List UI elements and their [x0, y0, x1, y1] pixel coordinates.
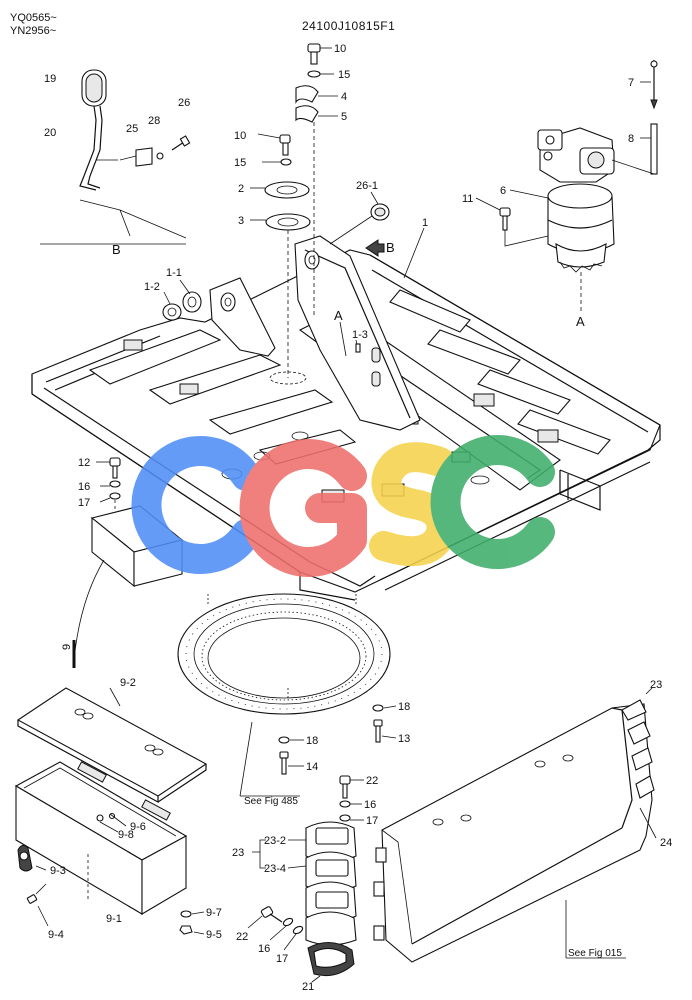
- watermark-letter-g: [239, 439, 367, 577]
- cap-26-1: [329, 191, 390, 245]
- callout-17-bottom: 17: [276, 953, 288, 965]
- callout-26-1: 26-1: [356, 180, 378, 192]
- callout-18-right: 18: [398, 701, 410, 713]
- view-a-label-frame: A: [334, 308, 343, 323]
- callout-15-top: 15: [338, 69, 350, 81]
- callout-16-mid: 16: [364, 799, 376, 811]
- callout-26: 26: [178, 97, 190, 109]
- callout-7: 7: [628, 77, 634, 89]
- callout-17-mid: 17: [366, 815, 378, 827]
- counterweight: [373, 687, 657, 963]
- callout-9-2: 9-2: [120, 677, 136, 689]
- callout-1-1: 1-1: [166, 267, 182, 279]
- callout-12: 12: [78, 457, 90, 469]
- mirror-stay: [79, 105, 97, 191]
- callout-9-8: 9-8: [118, 829, 134, 841]
- callout-9-3: 9-3: [50, 865, 66, 877]
- callout-23-2: 23-2: [264, 835, 286, 847]
- callout-9-5: 9-5: [206, 929, 222, 941]
- callout-23-counterweight: 23: [650, 679, 662, 691]
- callout-21: 21: [302, 981, 314, 993]
- callout-10: 10: [234, 130, 246, 142]
- top-stack-parts: [295, 43, 338, 318]
- callout-23: 23: [232, 847, 244, 859]
- boom-bracket: [209, 235, 421, 431]
- weight-plates-23: [252, 821, 357, 946]
- callout-8: 8: [628, 133, 634, 145]
- toolbox-cover: [16, 687, 208, 804]
- callout-5: 5: [341, 111, 347, 123]
- see-fig-485: See Fig 485: [244, 796, 298, 807]
- callout-15: 15: [234, 157, 246, 169]
- callout-9-6: 9-6: [130, 821, 146, 833]
- callout-9-7: 9-7: [206, 907, 222, 919]
- serial-number-2: YN2956~: [10, 25, 56, 37]
- callout-3: 3: [238, 215, 244, 227]
- callout-11: 11: [462, 193, 473, 205]
- swing-bearing-ring: [177, 593, 391, 797]
- callout-18-left: 18: [306, 735, 318, 747]
- watermark-letter-s: [369, 442, 457, 567]
- callout-9-4: 9-4: [48, 929, 64, 941]
- callout-25: 25: [126, 123, 138, 135]
- callout-17: 17: [78, 497, 90, 509]
- callout-2: 2: [238, 183, 244, 195]
- callout-16: 16: [78, 481, 90, 493]
- callout-24: 24: [660, 837, 672, 849]
- callout-19: 19: [44, 73, 56, 85]
- view-arrow-b-label: B: [386, 240, 395, 255]
- callout-23-4: 23-4: [264, 863, 286, 875]
- watermark-letter-c1: [131, 436, 261, 574]
- callout-28: 28: [148, 115, 160, 127]
- callout-10-top: 10: [334, 43, 346, 55]
- callout-1: 1: [422, 217, 428, 229]
- drawing-number: 24100J10815F1: [302, 19, 395, 33]
- callout-1-3: 1-3: [352, 329, 368, 341]
- callout-1-2: 1-2: [144, 281, 160, 293]
- callout-9-1: 9-1: [106, 913, 122, 925]
- view-arrow-b: [365, 239, 385, 257]
- mirror-bracket: [135, 147, 153, 167]
- callout-6: 6: [500, 185, 506, 197]
- callout-20: 20: [44, 127, 56, 139]
- swing-motor-assembly: [475, 60, 658, 314]
- callout-14: 14: [306, 761, 318, 773]
- callout-22-bottom: 22: [236, 931, 248, 943]
- callout-16-bottom: 16: [258, 943, 270, 955]
- detail-b-mirror-group: B: [40, 69, 191, 257]
- callout-13: 13: [398, 733, 410, 745]
- boom-bushings: [162, 279, 202, 321]
- callout-9: 9: [61, 644, 73, 650]
- ring-bolts: [278, 704, 397, 775]
- bolts-22-16-17: [247, 775, 364, 951]
- watermark-letter-c2: [430, 435, 555, 569]
- callout-4: 4: [341, 91, 347, 103]
- view-a-label-motor: A: [576, 314, 585, 329]
- cover-21: [307, 942, 355, 983]
- toolbox-body: [14, 761, 205, 935]
- callout-22-top: 22: [366, 775, 378, 787]
- detail-b-label: B: [112, 242, 121, 257]
- watermark-cgsc: [131, 435, 555, 577]
- pin-plates: [250, 133, 311, 385]
- see-fig-015: See Fig 015: [568, 948, 622, 959]
- serial-number-1: YQ0565~: [10, 12, 57, 24]
